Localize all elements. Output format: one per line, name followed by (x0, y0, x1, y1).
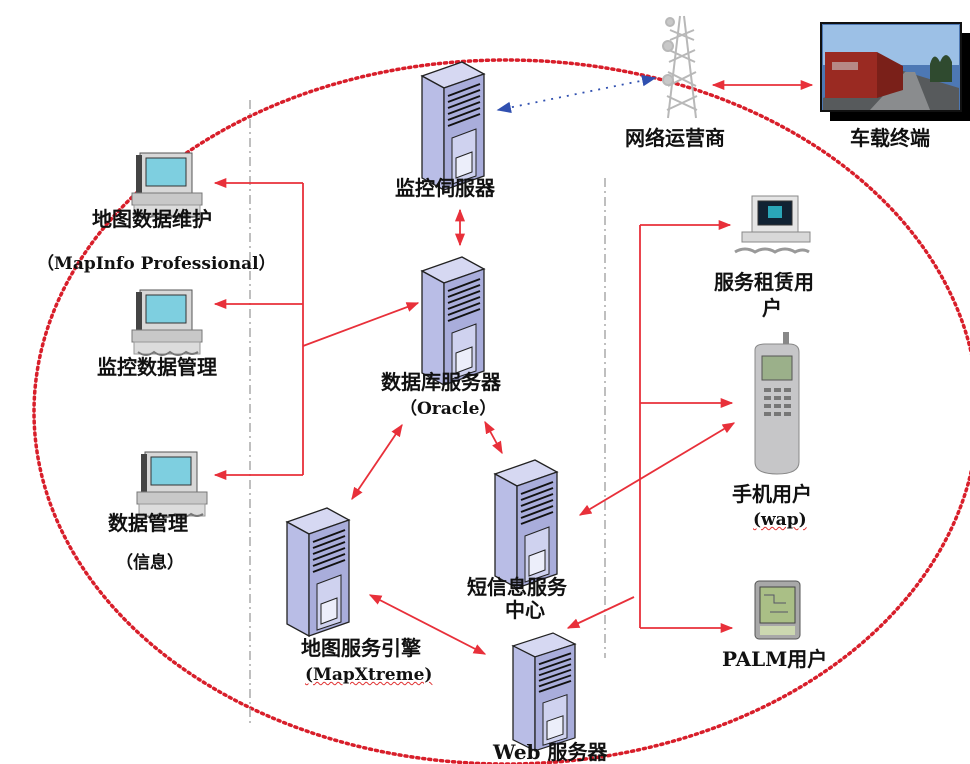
lease-user-label: 服务租赁用 (714, 270, 814, 294)
db-server-sublabel: （Oracle） (400, 399, 497, 419)
data-mgmt-pc-icon (136, 451, 208, 518)
mobile-user-sublabel: (wap) (753, 508, 807, 532)
sms-server-icon (494, 459, 558, 589)
pda-icon (754, 580, 801, 640)
network-operator-label: 网络运营商 (625, 126, 725, 150)
connection-lines (213, 74, 814, 655)
sms-center-label: 短信息服务 (467, 575, 567, 599)
link-db-sms (484, 420, 503, 455)
mobile-user-label: 手机用户 (732, 482, 812, 506)
map-maint-label: 地图数据维护 (92, 207, 212, 231)
system-boundary (32, 58, 970, 764)
monitor-data-pc-icon (131, 289, 203, 356)
sms-center-label-line2: 中心 (505, 598, 545, 622)
link-bus-db (302, 302, 420, 347)
palm-user-label: PALM用户 (722, 647, 828, 671)
lease-user-pc-icon (734, 195, 811, 254)
mobile-user-sublabel-text: (wap) (753, 510, 807, 530)
link-monitor-tower (496, 74, 657, 114)
map-engine-sublabel: (MapXtreme) (305, 663, 432, 687)
link-bus-web (566, 596, 635, 629)
mobile-phone-icon (754, 332, 800, 475)
map-engine-server-icon (286, 507, 350, 637)
data-mgmt-sublabel: （信息） (116, 553, 184, 573)
data-mgmt-label: 数据管理 (108, 511, 188, 535)
vehicle-terminal-label: 车载终端 (850, 126, 930, 150)
monitor-data-label: 监控数据管理 (97, 355, 217, 379)
radio-tower-icon (662, 15, 698, 119)
map-engine-sublabel-text: (MapXtreme) (305, 665, 433, 685)
link-db-map-engine (351, 423, 403, 501)
web-server-label: Web 服务器 (493, 740, 608, 764)
lease-user-label-line2: 户 (762, 296, 782, 320)
map-engine-label: 地图服务引擎 (301, 636, 421, 660)
monitor-server-label: 监控伺服器 (395, 176, 495, 200)
db-server-icon (421, 256, 485, 386)
vehicle-photo-icon (820, 22, 970, 121)
db-server-label: 数据库服务器 (381, 370, 501, 394)
web-server-icon (512, 632, 576, 752)
map-maint-sublabel: （MapInfo Professional） (37, 254, 276, 274)
link-sms-mobile (578, 422, 736, 516)
link-map-web (368, 594, 487, 655)
monitor-server-icon (421, 61, 485, 191)
